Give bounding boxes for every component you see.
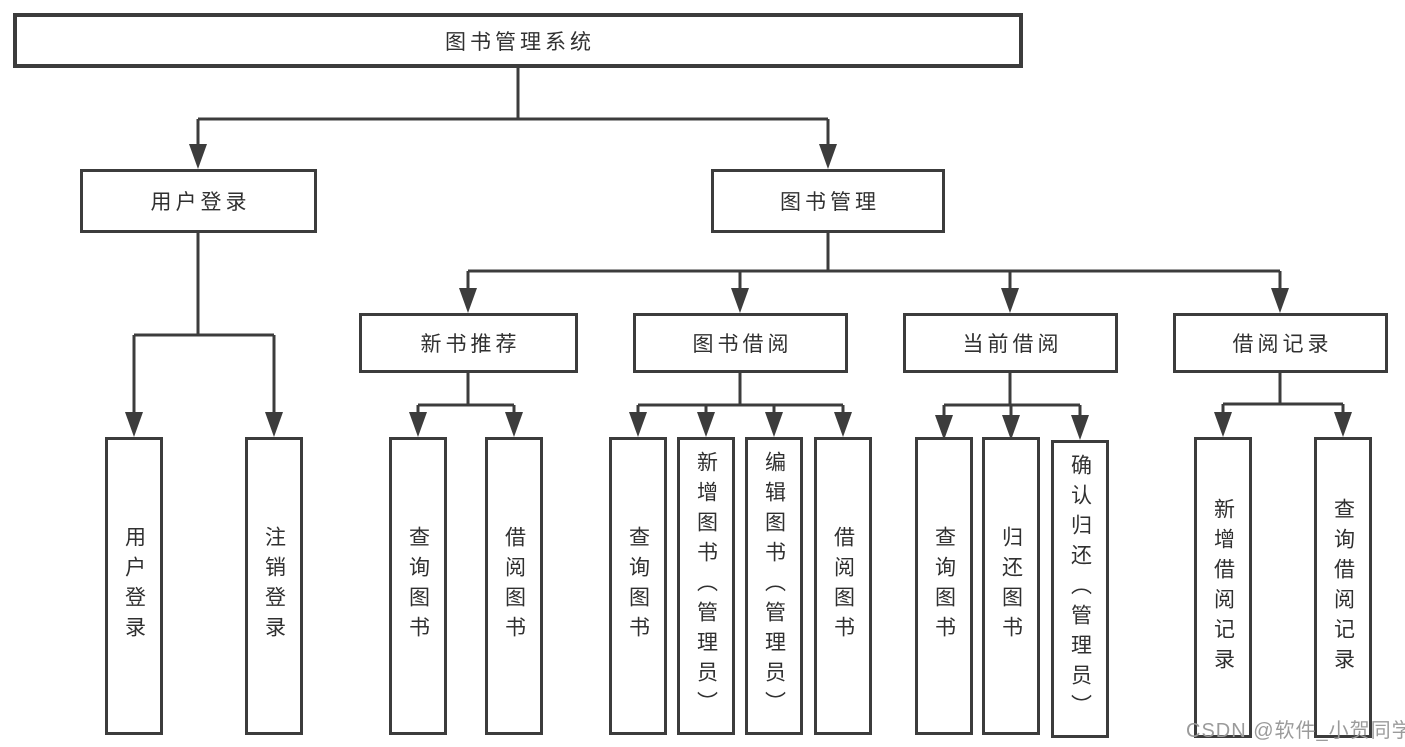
leaf-bookborrow-borrow-books: 借阅图书 [814,437,872,735]
leaf-currentborrow-return-books: 归还图书 [982,437,1040,735]
leaf-records-query-record: 查询借阅记录 [1314,437,1372,738]
node-book-borrow-label: 图书借阅 [692,333,793,356]
node-new-book-recommend-label: 新书推荐 [420,333,521,356]
leaf-bookborrow-query-books: 查询图书 [609,437,667,735]
leaf-newbooks-query-books: 查询图书 [389,437,447,735]
node-book-management: 图书管理 [711,169,945,233]
leaf-user-login-label: 用户登录 [122,526,146,646]
node-library-system: 图书管理系统 [13,13,1023,68]
leaf-user-login: 用户登录 [105,437,163,735]
leaf-records-add-record: 新增借阅记录 [1194,437,1252,738]
leaf-bookborrow-edit-books-label: 编辑图书（管理员） [762,451,786,721]
node-borrow-records: 借阅记录 [1173,313,1388,373]
node-book-borrow: 图书借阅 [633,313,848,373]
leaf-bookborrow-add-books: 新增图书（管理员） [677,437,735,735]
leaf-bookborrow-add-books-label: 新增图书（管理员） [694,451,718,721]
leaf-logout-label: 注销登录 [262,526,286,646]
leaf-currentborrow-confirm-return-label: 确认归还（管理员） [1068,454,1092,724]
node-borrow-records-label: 借阅记录 [1232,333,1333,356]
node-new-book-recommend: 新书推荐 [359,313,578,373]
leaf-newbooks-borrow-books: 借阅图书 [485,437,543,735]
leaf-records-query-record-label: 查询借阅记录 [1331,497,1355,678]
leaf-currentborrow-confirm-return: 确认归还（管理员） [1051,440,1109,738]
node-user-login-label: 用户登录 [150,191,251,214]
leaf-bookborrow-borrow-books-label: 借阅图书 [831,526,855,646]
leaf-bookborrow-query-books-label: 查询图书 [626,526,650,646]
leaf-logout: 注销登录 [245,437,303,735]
leaf-newbooks-borrow-books-label: 借阅图书 [502,526,526,646]
leaf-currentborrow-query-books: 查询图书 [915,437,973,735]
leaf-currentborrow-return-books-label: 归还图书 [999,526,1023,646]
node-current-borrow-label: 当前借阅 [962,333,1063,356]
node-user-login: 用户登录 [80,169,317,233]
csdn-watermark: CSDN @软件_小贺同学 [1186,720,1405,742]
node-book-management-label: 图书管理 [780,191,880,214]
node-library-system-label: 图书管理系统 [445,30,595,54]
leaf-bookborrow-edit-books: 编辑图书（管理员） [745,437,803,735]
leaf-newbooks-query-books-label: 查询图书 [406,526,430,646]
leaf-records-add-record-label: 新增借阅记录 [1211,497,1235,678]
node-current-borrow: 当前借阅 [903,313,1118,373]
leaf-currentborrow-query-books-label: 查询图书 [932,526,956,646]
